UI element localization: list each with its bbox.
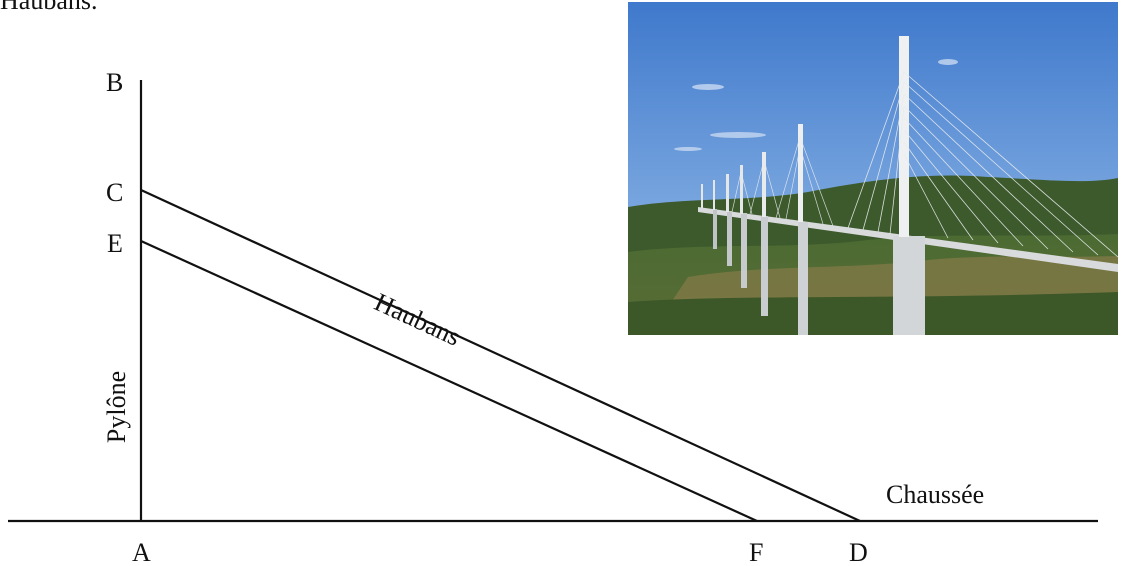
viaduct-photo bbox=[628, 2, 1118, 335]
roadway-label: Chaussée bbox=[886, 480, 985, 509]
point-label-a: A bbox=[132, 538, 151, 566]
cropped-caption-text: Haubans. bbox=[0, 0, 98, 15]
point-label-b: B bbox=[106, 68, 124, 97]
cable-ef-line bbox=[140, 239, 758, 523]
point-label-d: D bbox=[849, 538, 868, 566]
point-label-f: F bbox=[749, 538, 764, 566]
pylon-label: Pylône bbox=[102, 370, 132, 444]
point-label-c: C bbox=[106, 178, 124, 207]
point-label-e: E bbox=[107, 229, 123, 258]
cable-cd-line bbox=[140, 189, 861, 522]
